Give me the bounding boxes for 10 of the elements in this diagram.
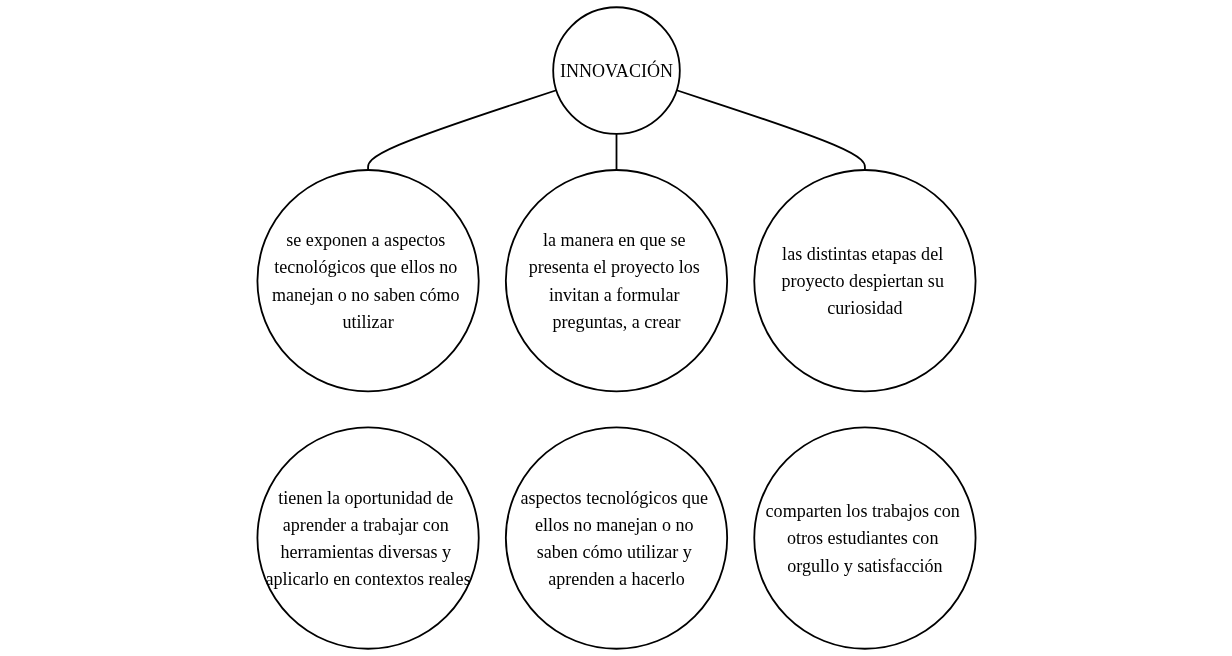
node-circle: se exponen a aspectos tecnológicos que ellos no manejan o no saben cómo utilizar [256, 169, 480, 393]
connector [675, 89, 866, 171]
connector [366, 89, 557, 171]
connector [615, 132, 617, 171]
node-circle: INNOVACIÓN [551, 6, 681, 135]
node-circle: aspectos tecnológicos que ellos no manejan o no saben cómo utilizar y aprenden a hacerlo [504, 426, 728, 650]
node-circle: tienen la oportunidad de aprender a trabajar con herramientas diversas y aplicarlo en contextos reales [256, 426, 480, 650]
node-circle: las distintas etapas del proyecto despiertan su curiosidad [752, 169, 976, 393]
node-circle: comparten los trabajos con otros estudiantes con orgullo y satisfacción [752, 426, 976, 650]
node-circle: la manera en que se presenta el proyecto los invitan a formular preguntas, a crear [504, 169, 728, 393]
